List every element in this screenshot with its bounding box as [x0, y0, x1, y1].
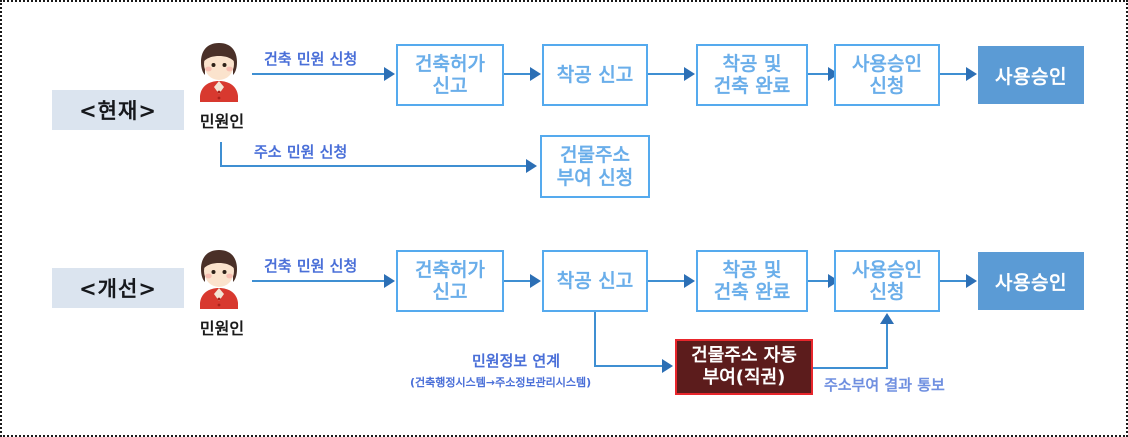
connector-permit-to-start-improved	[504, 280, 532, 282]
person-icon	[200, 43, 238, 102]
actor-caption-improved: 민원인	[199, 319, 245, 338]
edge-label-civil-info-linkage: 민원정보 연계	[472, 352, 561, 370]
actor-citizen-current: 민원인	[193, 40, 251, 131]
arrowhead-completion-to-approval-request-improved	[828, 274, 839, 288]
arrowhead-approval-request-to-approval-improved	[966, 274, 977, 288]
connector-completion-to-approval-request-current	[808, 73, 830, 75]
edge-label-address-civil-application-current: 주소 민원 신청	[254, 143, 348, 161]
arrowhead-actor-to-permit-current	[384, 67, 395, 81]
arrowhead-start-to-completion-current	[684, 67, 695, 81]
box-auto-address-assignment-improved[interactable]: 건물주소 자동 부여(직권)	[675, 339, 813, 395]
edge-label-building-civil-application-improved: 건축 민원 신청	[264, 257, 358, 275]
arrowhead-actor-to-permit-improved	[384, 274, 395, 288]
arrowhead-completion-to-approval-request-current	[828, 67, 839, 81]
box-use-approval-request-improved[interactable]: 사용승인 신청	[834, 250, 940, 312]
connector-start-to-completion-improved	[648, 280, 686, 282]
phase-label-current: <현재>	[52, 90, 184, 130]
arrowhead-permit-to-start-current	[530, 67, 541, 81]
connector-approval-request-to-approval-improved	[940, 280, 968, 282]
actor-caption-current: 민원인	[199, 112, 245, 131]
phase-label-improved: <개선>	[52, 268, 184, 308]
arrowhead-auto-address-to-approval-request	[880, 313, 894, 324]
connector-start-down-improved	[594, 312, 596, 367]
box-construction-completion-improved[interactable]: 착공 및 건축 완료	[696, 250, 808, 312]
box-address-assignment-request-current[interactable]: 건물주소 부여 신청	[540, 135, 650, 198]
connector-auto-address-to-approval-request	[813, 367, 888, 369]
edge-label-address-assignment-result-notice: 주소부여 결과 통보	[824, 376, 945, 394]
connector-actor-to-permit-improved	[252, 280, 386, 282]
box-use-approval-improved[interactable]: 사용승인	[978, 252, 1084, 310]
arrowhead-actor-to-address-request-current	[526, 159, 537, 173]
arrowhead-to-auto-address-improved	[662, 359, 673, 373]
connector-auto-address-up	[886, 324, 888, 367]
person-icon	[200, 250, 238, 309]
connector-actor-to-permit-current	[252, 73, 386, 75]
connector-actor-to-address-request-current	[220, 165, 528, 167]
box-construction-start-report-current[interactable]: 착공 신고	[542, 44, 648, 106]
connector-approval-request-to-approval-current	[940, 73, 968, 75]
box-construction-completion-current[interactable]: 착공 및 건축 완료	[696, 44, 808, 106]
box-construction-start-report-improved[interactable]: 착공 신고	[542, 250, 648, 312]
connector-actor-down-current	[220, 142, 222, 167]
arrowhead-start-to-completion-improved	[684, 274, 695, 288]
connector-completion-to-approval-request-improved	[808, 280, 830, 282]
connector-permit-to-start-current	[504, 73, 532, 75]
arrowhead-approval-request-to-approval-current	[966, 67, 977, 81]
edge-label-building-civil-application-current: 건축 민원 신청	[264, 50, 358, 68]
arrowhead-permit-to-start-improved	[530, 274, 541, 288]
box-use-approval-request-current[interactable]: 사용승인 신청	[834, 44, 940, 106]
box-building-permit-report-improved[interactable]: 건축허가 신고	[396, 250, 504, 312]
actor-citizen-improved: 민원인	[193, 247, 251, 338]
box-building-permit-report-current[interactable]: 건축허가 신고	[396, 44, 504, 106]
connector-start-to-completion-current	[648, 73, 686, 75]
box-use-approval-current[interactable]: 사용승인	[978, 46, 1084, 104]
edge-label-civil-info-linkage-systems: (건축행정시스템→주소정보관리시스템)	[410, 376, 592, 389]
connector-to-auto-address-improved	[594, 365, 668, 367]
